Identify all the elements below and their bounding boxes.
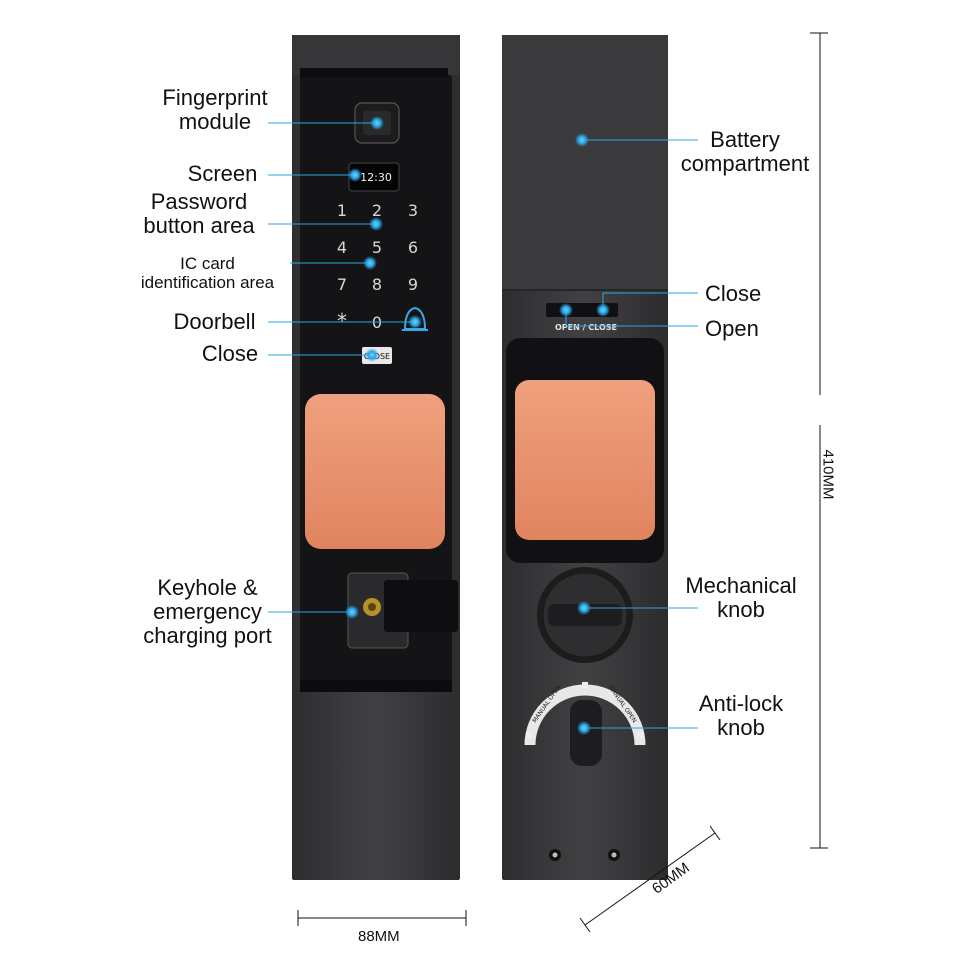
back-handle bbox=[515, 380, 655, 540]
label-keyhole-charging-port: Keyhole & emergency charging port bbox=[143, 575, 272, 648]
front-handle bbox=[305, 394, 445, 549]
indicator-dots bbox=[345, 116, 610, 735]
dimension-height: 410MM bbox=[819, 449, 837, 500]
label-close-front: Close bbox=[201, 341, 259, 366]
key: * bbox=[337, 309, 347, 333]
key: 1 bbox=[337, 201, 347, 220]
label-battery-compartment: Battery compartment bbox=[680, 127, 810, 176]
mechanical-knob bbox=[548, 604, 622, 626]
bell-icon bbox=[402, 306, 428, 331]
label-fingerprint-module: Fingerprint module bbox=[162, 85, 268, 134]
switch-label: OPEN / CLOSE bbox=[555, 323, 617, 332]
label-anti-lock-knob: Anti-lock knob bbox=[698, 691, 784, 740]
label-close-back: Close bbox=[705, 281, 762, 306]
label-open-back: Open bbox=[705, 316, 759, 341]
dimension-width: 88MM bbox=[358, 928, 400, 945]
key: 6 bbox=[408, 238, 418, 257]
key: 4 bbox=[337, 238, 347, 257]
label-ic-card-area: IC card identification area bbox=[140, 254, 275, 292]
key: 7 bbox=[337, 275, 347, 294]
screen-time: 12:30 bbox=[360, 171, 392, 184]
back-panel bbox=[502, 35, 668, 880]
label-password-button-area: Password button area bbox=[143, 189, 255, 238]
dimension-lines bbox=[297, 32, 828, 933]
label-doorbell: Doorbell bbox=[173, 309, 256, 334]
key: 9 bbox=[408, 275, 418, 294]
key: 8 bbox=[372, 275, 382, 294]
label-screen: Screen bbox=[187, 161, 258, 186]
key: 3 bbox=[408, 201, 418, 220]
key: 2 bbox=[372, 201, 382, 220]
key: 5 bbox=[372, 238, 382, 257]
keyhole-module bbox=[347, 572, 458, 649]
label-mechanical-knob: Mechanical knob bbox=[685, 573, 797, 622]
